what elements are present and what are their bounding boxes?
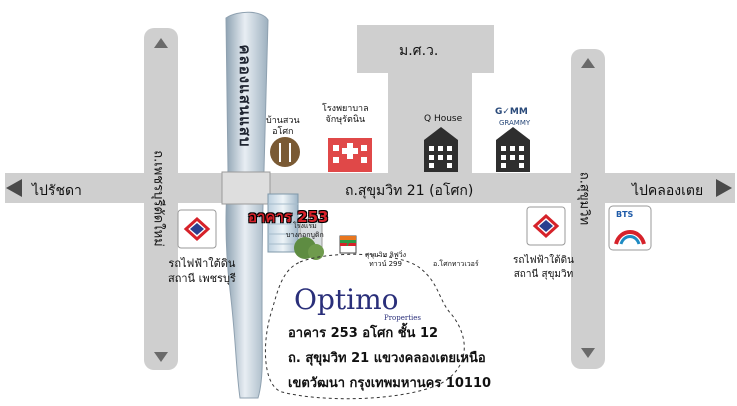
mrt-phetchaburi-label: รถไฟฟ้าใต้ดิน สถานี เพชรบุรี — [168, 257, 236, 285]
canal-bridge — [221, 171, 271, 205]
canal — [225, 11, 269, 399]
left-road-arrow — [154, 38, 168, 48]
company-name: Optimo — [294, 283, 399, 316]
seven-eleven-label: 7 — [345, 239, 351, 248]
gmm-building-icon — [496, 127, 530, 172]
right-vertical-road-label: ถ.สุขุมวิท — [576, 171, 592, 226]
building-253-label: อาคาร 253 — [248, 208, 329, 226]
company-address-line1: อาคาร 253 อโศก ชั้น 12 — [288, 326, 439, 341]
right-vertical-road — [571, 49, 605, 369]
right-road-arrow-down — [581, 348, 595, 358]
hospital-label: โรงพยาบาล จักษุรัตนิน — [322, 104, 369, 125]
east-arrow — [716, 179, 732, 197]
top-block — [357, 25, 494, 73]
gmm-logo: G✓MM — [495, 107, 528, 117]
company-dashed-outline — [264, 253, 465, 400]
bts-logo: BTS — [616, 210, 634, 219]
east-road-label: ไปคลองเตย — [632, 183, 704, 199]
canal-label: คลองแสนแสบ — [236, 44, 254, 148]
left-road-arrow-down — [154, 352, 168, 362]
seven-eleven-icon — [339, 235, 357, 254]
mrt-icon-right — [526, 206, 566, 246]
company-address-line3: เขตวัฒนา กรุงเทพมหานคร 10110 — [288, 376, 492, 391]
west-road-label: ไปรัชดา — [32, 183, 82, 199]
q-house-label: Q House — [424, 114, 463, 124]
fork-knife-icon — [270, 137, 300, 167]
west-arrow — [6, 179, 22, 197]
bts-icon — [608, 205, 652, 251]
hotel-label: โรงแรม บางกอกบูติก — [286, 222, 324, 239]
main-road — [5, 173, 735, 203]
left-vertical-road-label: ถ.เพชรบุรีตัดใหม่ — [150, 150, 166, 247]
gmm-sub: GRAMMY — [499, 119, 531, 127]
company-address-line2: ถ. สุขุมวิท 21 แขวงคลองเตยเหนือ — [288, 351, 486, 366]
asoke-tower-label: อ.โศกทาวเวอร์ — [433, 260, 479, 268]
q-house-icon — [424, 127, 458, 172]
sukhumvit-living-label: สุขุมวิท ลิฟวิ่ง ทาวน์ 299 — [365, 251, 407, 268]
mrt-icon-left — [177, 209, 217, 249]
right-road-arrow — [581, 58, 595, 68]
building-253-tower — [267, 193, 299, 253]
top-block-label: ม.ศ.ว. — [399, 43, 439, 59]
main-road-label: ถ.สุขุมวิท 21 (อโศก) — [345, 183, 474, 199]
benjakitti-label: บ้านสวน อโศก — [266, 116, 300, 137]
company-sub: Properties — [384, 314, 422, 322]
mrt-sukhumvit-label: รถไฟฟ้าใต้ดิน สถานี สุขุมวิท — [513, 255, 574, 280]
